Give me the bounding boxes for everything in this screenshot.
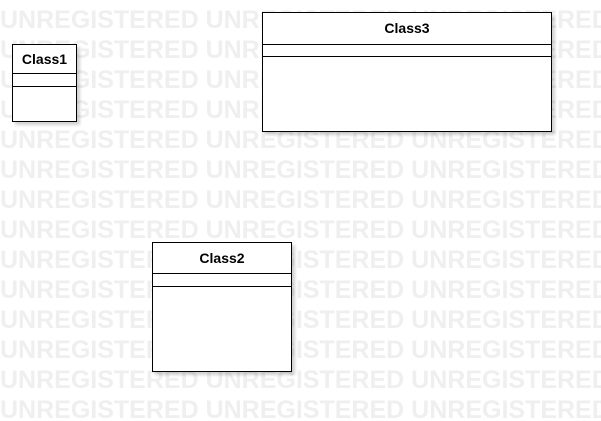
watermark-text: UNREGISTERED UNREGISTERED UNREGISTERED bbox=[0, 186, 601, 214]
watermark-text: UNREGISTERED UNREGISTERED UNREGISTERED bbox=[0, 156, 601, 184]
class-box-class1[interactable]: Class1 bbox=[12, 44, 77, 122]
attributes-divider bbox=[263, 56, 551, 57]
watermark-text: UNREGISTERED UNREGISTERED UNREGISTERED bbox=[0, 396, 601, 421]
class-name: Class2 bbox=[199, 250, 245, 266]
name-divider bbox=[13, 73, 76, 74]
watermark-text: UNREGISTERED UNREGISTERED UNREGISTERED bbox=[0, 216, 601, 244]
class-box-class2[interactable]: Class2 bbox=[152, 242, 292, 372]
class-box-class3[interactable]: Class3 bbox=[262, 12, 552, 132]
watermark-text: UNREGISTERED UNREGISTERED UNREGISTERED bbox=[0, 276, 601, 304]
class-name: Class3 bbox=[384, 20, 430, 36]
attributes-divider bbox=[13, 86, 76, 87]
name-divider bbox=[153, 273, 291, 274]
watermark-text: UNREGISTERED UNREGISTERED UNREGISTERED bbox=[0, 246, 601, 274]
watermark-text: UNREGISTERED UNREGISTERED UNREGISTERED bbox=[0, 366, 601, 394]
watermark-text: UNREGISTERED UNREGISTERED UNREGISTERED bbox=[0, 336, 601, 364]
attributes-divider bbox=[153, 286, 291, 287]
name-divider bbox=[263, 44, 551, 45]
class-name: Class1 bbox=[21, 51, 68, 67]
watermark-text: UNREGISTERED UNREGISTERED UNREGISTERED bbox=[0, 306, 601, 334]
